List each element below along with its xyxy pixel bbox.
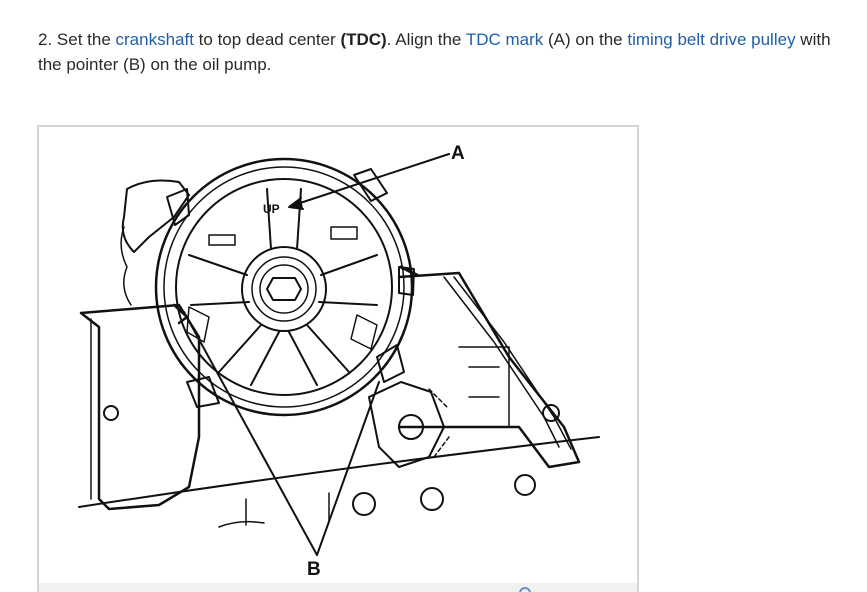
pulley-ring-2	[163, 166, 405, 408]
callout-b: B	[307, 559, 321, 580]
leader-line-a	[293, 153, 450, 206]
leader-line-b-left	[183, 311, 318, 556]
callout-a: A	[451, 143, 465, 164]
pulley-hub-mid	[251, 256, 317, 322]
bolt-hole-bottom-3	[514, 474, 536, 496]
bolt-hole-left	[103, 405, 119, 421]
housing-right-inner	[458, 346, 510, 428]
instruction-text: 2. Set the crankshaft to top dead center…	[38, 27, 853, 77]
window-top-left	[208, 234, 236, 246]
pulley-outer-ring	[154, 157, 414, 417]
lower-curve	[218, 520, 265, 528]
leader-arrow-a	[288, 197, 304, 210]
instruction-part-5: with the pointer (B) on the oil pump.	[38, 30, 831, 74]
crankshaft-link[interactable]: crankshaft	[115, 30, 194, 49]
bolt-hole-bottom-1	[352, 492, 376, 516]
tab-top-left	[166, 188, 190, 226]
lower-bracket	[368, 381, 445, 468]
pulley-hub-inner	[259, 264, 309, 314]
housing-right-body	[397, 271, 581, 469]
leader-line-b-right	[316, 381, 380, 556]
spoke-bottom-right	[288, 324, 350, 386]
tdc-bold: (TDC)	[340, 30, 387, 49]
spoke-top	[266, 188, 302, 250]
housing-right-rail-2	[453, 276, 572, 450]
step-number: 2.	[38, 30, 53, 49]
pulley-hub-outer	[241, 246, 327, 332]
window-right	[350, 314, 378, 350]
bolt-hole-right	[542, 404, 560, 422]
tab-bottom-right	[376, 344, 405, 383]
oil-pump-housing	[79, 303, 201, 511]
window-top-right	[330, 226, 358, 240]
instruction-part-2: to top dead center	[193, 30, 341, 49]
housing-right-rail	[443, 276, 560, 448]
upper-bracket	[121, 179, 190, 253]
housing-bottom-edge	[78, 436, 600, 508]
figure-bottom-strip	[39, 583, 637, 592]
zoom-icon[interactable]	[519, 587, 531, 592]
diagram-figure[interactable]: UP A B	[37, 125, 639, 592]
pointer-notch-right	[399, 265, 419, 277]
spoke-left	[188, 254, 250, 306]
tab-bottom-left	[186, 376, 220, 408]
bolt-hole-bottom-2	[420, 487, 444, 511]
tab-right	[398, 266, 415, 296]
pulley-ring-3	[175, 178, 393, 396]
lower-bracket-dashes	[428, 388, 450, 458]
wavy-edge	[120, 226, 132, 306]
instruction-part-1: Set the	[52, 30, 116, 49]
tab-top-right	[353, 168, 388, 202]
crank-hex	[266, 277, 302, 301]
spoke-right	[318, 254, 378, 306]
lower-bracket-hole	[398, 414, 424, 440]
timing-belt-pulley-link[interactable]: timing belt drive pulley	[627, 30, 796, 49]
window-left	[186, 306, 210, 343]
up-mark-label: UP	[263, 202, 280, 216]
crankshaft-pulley-diagram: UP A B	[78, 143, 600, 580]
spoke-bottom-left	[218, 324, 280, 386]
instruction-part-4: (A) on the	[543, 30, 628, 49]
instruction-part-3: . Align the	[386, 30, 466, 49]
tdc-mark-link[interactable]: TDC mark	[465, 30, 544, 49]
